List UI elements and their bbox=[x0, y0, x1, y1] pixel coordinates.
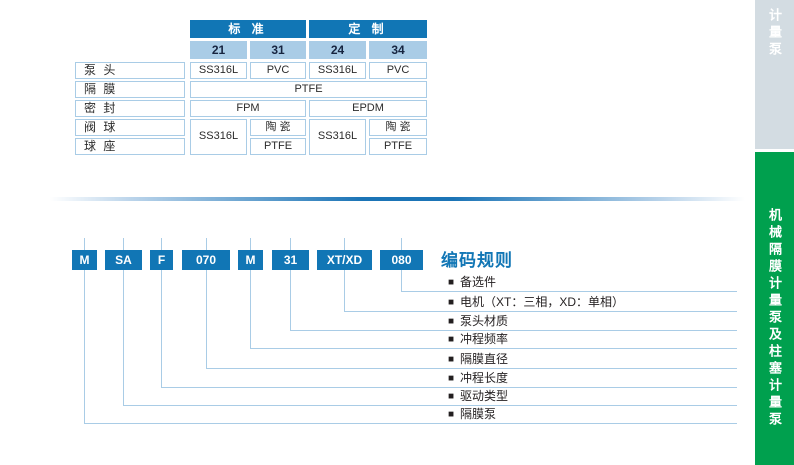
row-label-seal: 密 封 bbox=[75, 100, 185, 117]
cell-seal-standard: FPM bbox=[190, 100, 306, 117]
label-text: 冲程频率 bbox=[460, 332, 509, 346]
code-box-f: F bbox=[150, 250, 173, 270]
tick-line bbox=[344, 238, 345, 250]
cell-diaphragm-all: PTFE bbox=[190, 81, 427, 98]
code-box-080: 080 bbox=[380, 250, 423, 270]
tick-line bbox=[123, 238, 124, 250]
underline bbox=[206, 368, 737, 369]
cell-ball-custom-ceramic: 陶 瓷 bbox=[369, 119, 427, 136]
code-box-xtxd: XT/XD bbox=[317, 250, 372, 270]
square-bullet-icon: ■ bbox=[448, 391, 455, 402]
connector-line bbox=[206, 270, 207, 368]
label-diaphragm-pump: ■ 隔膜泵 bbox=[448, 407, 738, 422]
label-text: 备选件 bbox=[460, 275, 497, 289]
tab-label: 计量泵 bbox=[767, 8, 782, 59]
col-header-34: 34 bbox=[369, 41, 427, 59]
col-header-24: 24 bbox=[309, 41, 366, 59]
code-box-31: 31 bbox=[272, 250, 309, 270]
connector-line bbox=[344, 270, 345, 311]
cell-pump-head-34: PVC bbox=[369, 62, 427, 79]
cell-ball-custom-shared: SS316L bbox=[309, 119, 366, 155]
tick-line bbox=[206, 238, 207, 250]
cell-pump-head-24: SS316L bbox=[309, 62, 366, 79]
label-motor: ■ 电机（XT：三相，XD：单相） bbox=[448, 295, 738, 310]
coding-rules-title: 编码规则 bbox=[441, 251, 513, 270]
square-bullet-icon: ■ bbox=[448, 277, 455, 288]
label-stroke-frequency: ■ 冲程频率 bbox=[448, 332, 738, 347]
col-header-21: 21 bbox=[190, 41, 247, 59]
square-bullet-icon: ■ bbox=[448, 316, 455, 327]
label-text: 冲程长度 bbox=[460, 371, 509, 385]
underline bbox=[123, 405, 737, 406]
label-text: 电机（XT：三相，XD：单相） bbox=[460, 295, 625, 309]
cell-seat-std-ptfe: PTFE bbox=[250, 138, 306, 155]
underline bbox=[84, 423, 737, 424]
connector-line bbox=[161, 270, 162, 387]
cell-seat-custom-ptfe: PTFE bbox=[369, 138, 427, 155]
cell-ball-std-ceramic: 陶 瓷 bbox=[250, 119, 306, 136]
row-label-valve-ball: 阀 球 bbox=[75, 119, 185, 136]
label-text: 隔膜泵 bbox=[460, 407, 497, 421]
row-label-ball-seat: 球 座 bbox=[75, 138, 185, 155]
square-bullet-icon: ■ bbox=[448, 354, 455, 365]
col-header-31: 31 bbox=[250, 41, 306, 59]
label-diaphragm-diameter: ■ 隔膜直径 bbox=[448, 352, 738, 367]
label-options: ■ 备选件 bbox=[448, 275, 738, 290]
group-header-standard: 标 准 bbox=[190, 20, 306, 38]
underline bbox=[250, 348, 737, 349]
tab-label: 机械隔膜计量泵及柱塞计量泵 bbox=[767, 208, 782, 429]
tick-line bbox=[84, 238, 85, 250]
connector-line bbox=[250, 270, 251, 348]
cell-pump-head-31: PVC bbox=[250, 62, 306, 79]
code-box-070: 070 bbox=[182, 250, 230, 270]
square-bullet-icon: ■ bbox=[448, 373, 455, 384]
row-label-diaphragm: 隔 膜 bbox=[75, 81, 185, 98]
section-divider bbox=[50, 197, 745, 201]
underline bbox=[401, 291, 737, 292]
cell-ball-std-shared: SS316L bbox=[190, 119, 247, 155]
group-header-custom: 定 制 bbox=[309, 20, 427, 38]
code-box-m2: M bbox=[238, 250, 263, 270]
sidebar-tab-mechanical-diaphragm: 机械隔膜计量泵及柱塞计量泵 bbox=[755, 152, 794, 465]
label-text: 驱动类型 bbox=[460, 389, 509, 403]
label-text: 隔膜直径 bbox=[460, 352, 509, 366]
label-drive-type: ■ 驱动类型 bbox=[448, 389, 738, 404]
square-bullet-icon: ■ bbox=[448, 409, 455, 420]
code-box-sa: SA bbox=[105, 250, 142, 270]
cell-seal-custom: EPDM bbox=[309, 100, 427, 117]
connector-line bbox=[123, 270, 124, 405]
tick-line bbox=[290, 238, 291, 250]
underline bbox=[290, 330, 737, 331]
connector-line bbox=[401, 270, 402, 291]
underline bbox=[344, 311, 737, 312]
label-stroke-length: ■ 冲程长度 bbox=[448, 371, 738, 386]
sidebar-tab-metering-pump: 计量泵 bbox=[755, 0, 794, 149]
code-box-m1: M bbox=[72, 250, 97, 270]
connector-line bbox=[290, 270, 291, 330]
connector-line bbox=[84, 270, 85, 423]
label-pump-head-material: ■ 泵头材质 bbox=[448, 314, 738, 329]
row-label-pump-head: 泵 头 bbox=[75, 62, 185, 79]
square-bullet-icon: ■ bbox=[448, 297, 455, 308]
square-bullet-icon: ■ bbox=[448, 334, 455, 345]
underline bbox=[161, 387, 737, 388]
tick-line bbox=[401, 238, 402, 250]
tick-line bbox=[161, 238, 162, 250]
cell-pump-head-21: SS316L bbox=[190, 62, 247, 79]
label-text: 泵头材质 bbox=[460, 314, 509, 328]
tick-line bbox=[250, 238, 251, 250]
